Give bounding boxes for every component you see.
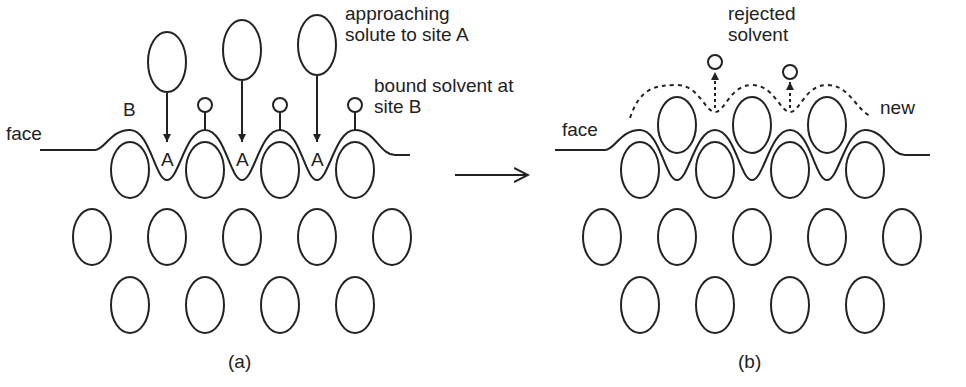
surface-label: face xyxy=(6,124,42,145)
site-letter: A xyxy=(236,150,249,171)
callout-text: rejected solvent xyxy=(728,4,838,46)
surface-label: face xyxy=(562,120,598,141)
site-letter: A xyxy=(311,150,324,171)
panel-label: (a) xyxy=(228,352,251,373)
surface-label: new xyxy=(880,98,915,119)
callout-text: approaching solute to site A xyxy=(345,4,495,46)
site-letter: A xyxy=(161,150,174,171)
site-letter: B xyxy=(123,100,136,121)
callout-text: bound solvent at site B xyxy=(374,76,544,118)
panel-label: (b) xyxy=(738,352,761,373)
